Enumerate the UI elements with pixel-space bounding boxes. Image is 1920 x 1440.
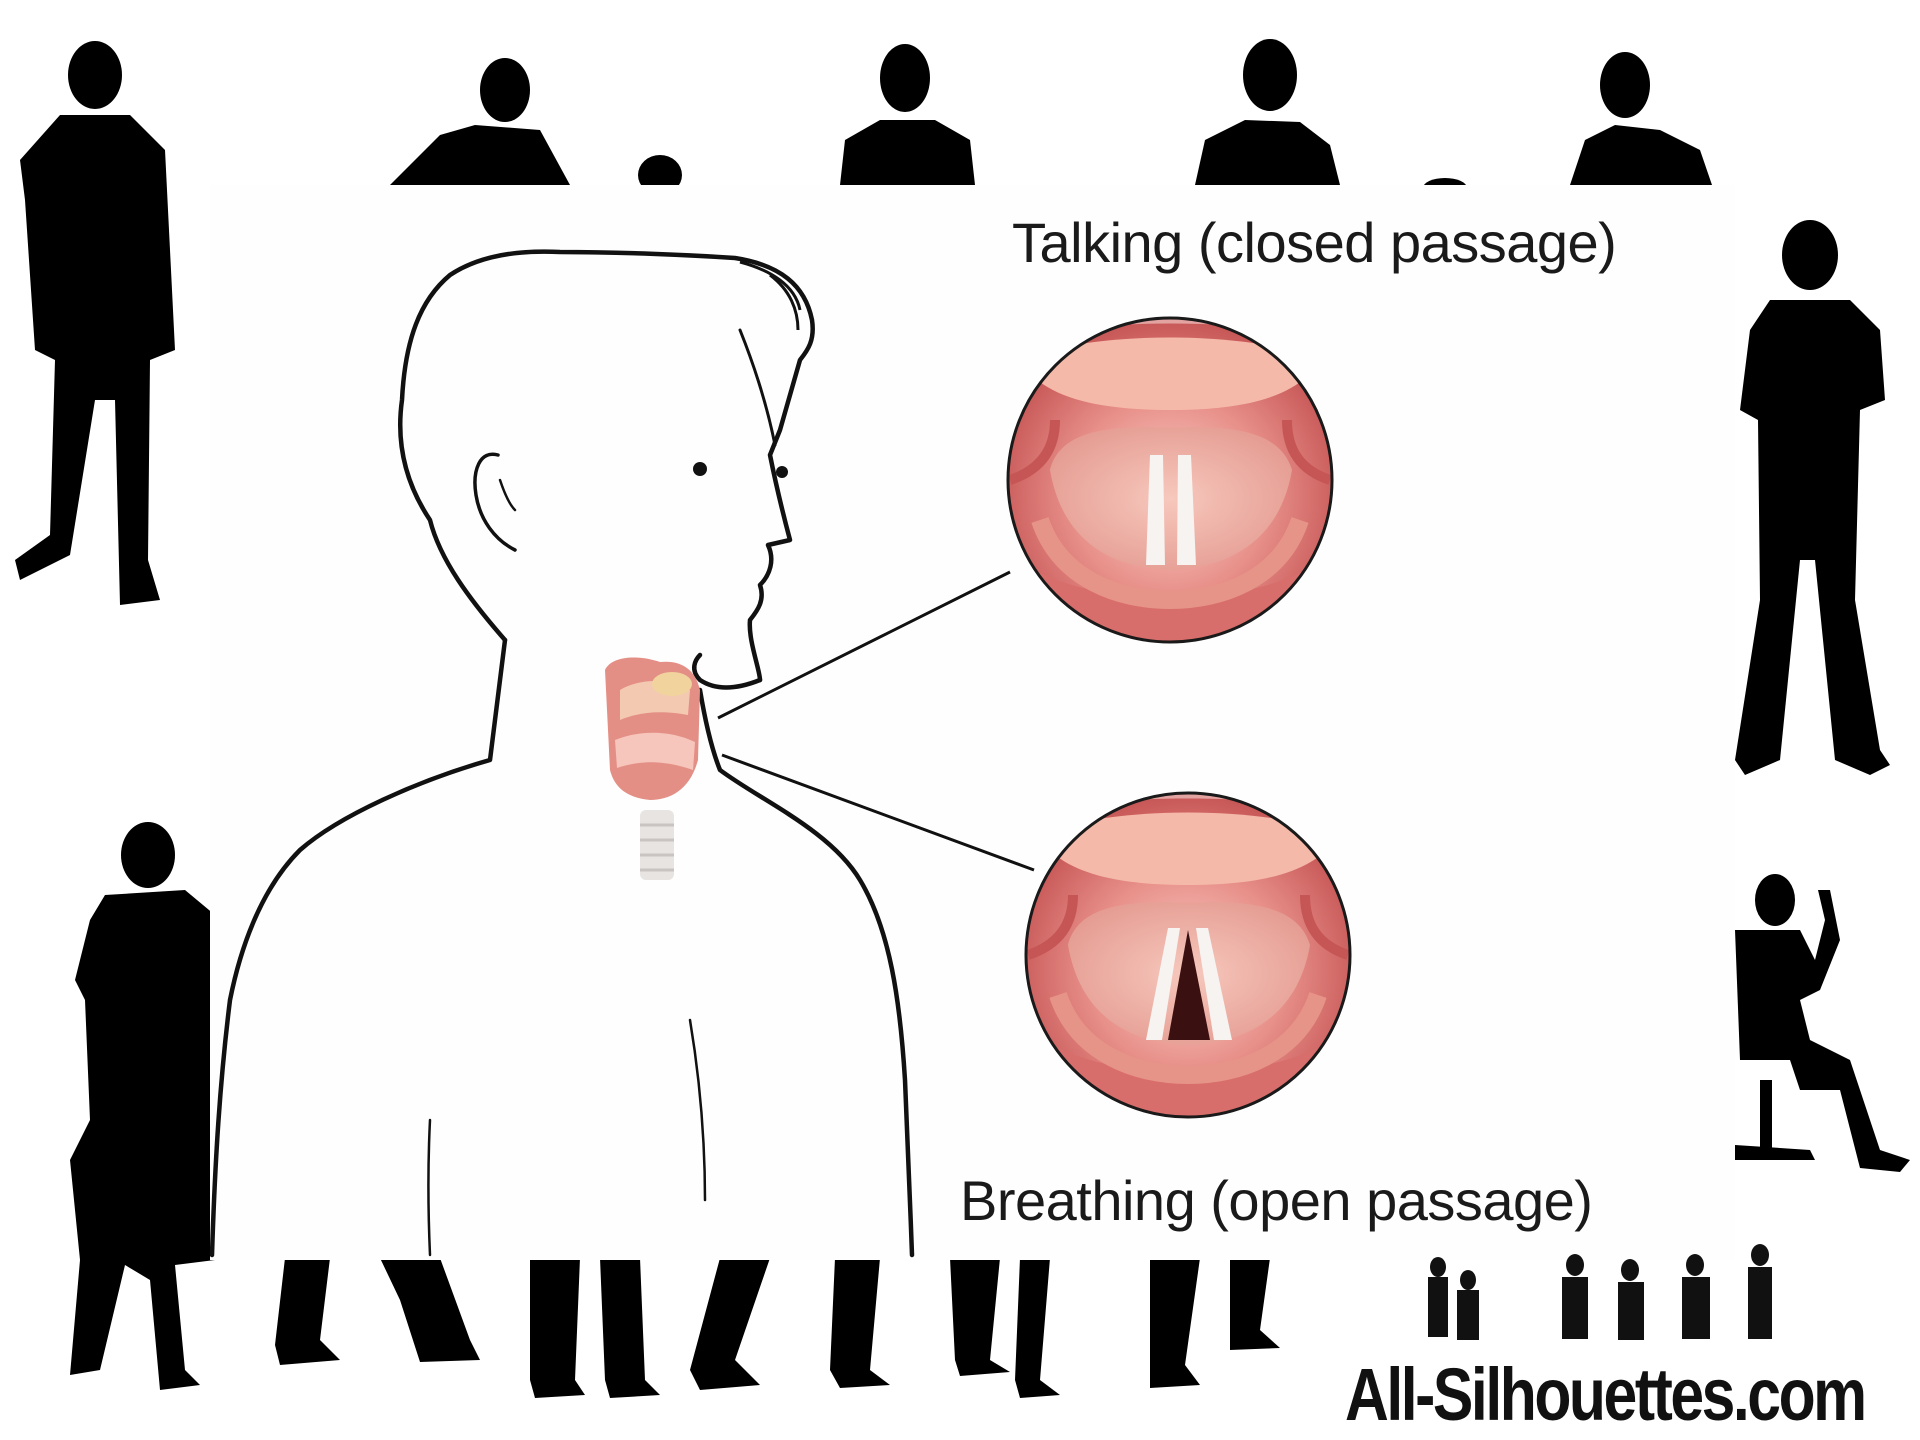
eye bbox=[776, 466, 788, 478]
eye bbox=[693, 462, 707, 476]
vocal-cords-open-view bbox=[1026, 775, 1350, 1135]
vocal-cords-closed-view bbox=[1008, 300, 1332, 660]
connector-line-bottom bbox=[722, 755, 1034, 870]
human-outline bbox=[212, 252, 912, 1255]
watermark-text: All-Silhouettes.com bbox=[1345, 1352, 1865, 1437]
caption-breathing: Breathing (open passage) bbox=[960, 1168, 1592, 1233]
larynx-illustration bbox=[605, 657, 700, 880]
caption-talking: Talking (closed passage) bbox=[1012, 210, 1616, 275]
